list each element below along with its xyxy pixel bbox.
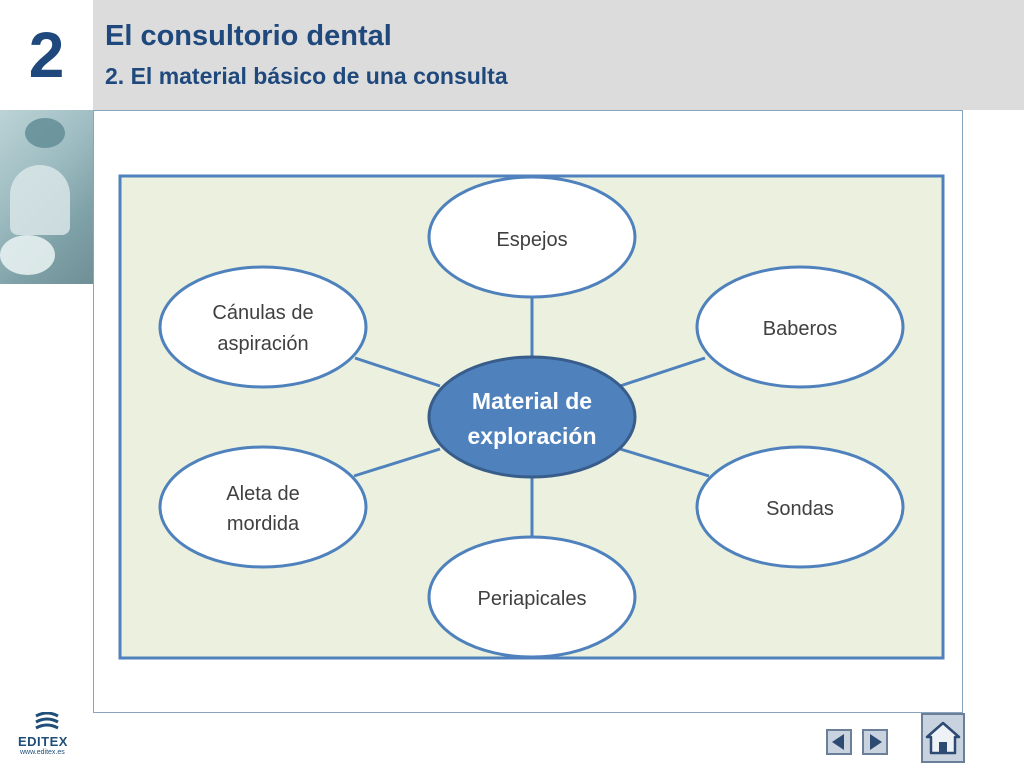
node-center-label-line1: Material de <box>472 388 592 414</box>
home-icon <box>925 721 961 755</box>
connector-baberos <box>619 356 706 388</box>
node-espejos-shape <box>427 175 637 299</box>
logo-url: www.editex.es <box>20 749 65 756</box>
node-canulas-de-aspiracion: Cánulas de aspiración <box>158 265 368 389</box>
node-sondas-label: Sondas <box>766 498 834 520</box>
editex-logo: EDITEX www.editex.es <box>14 712 78 760</box>
photo-chair <box>10 165 70 235</box>
node-periapicales-shape <box>427 535 637 659</box>
next-slide-button[interactable] <box>862 729 888 755</box>
node-center-shape <box>427 355 637 479</box>
page-subtitle: 2. El material básico de una consulta <box>105 63 508 89</box>
triangle-left-icon <box>832 734 844 750</box>
node-espejos: Espejos <box>427 175 637 299</box>
photo-lamp <box>25 118 65 148</box>
editex-logo-icon <box>35 712 59 730</box>
logo-text: EDITEX <box>18 734 68 749</box>
node-periapicales: Periapicales <box>427 535 637 659</box>
node-aleta-label-line1: Aleta de <box>226 483 299 505</box>
node-canulas-label-line1: Cánulas de <box>212 302 313 324</box>
header-bar: El consultorio dental 2. El material bás… <box>93 0 1024 110</box>
node-center-material-de-exploracion: Material de exploración <box>427 355 637 479</box>
node-baberos: Baberos <box>695 265 905 389</box>
node-aleta-label-line2: mordida <box>227 513 300 535</box>
node-periapicales-label: Periapicales <box>478 588 587 610</box>
node-espejos-label: Espejos <box>496 229 567 251</box>
dental-office-photo <box>0 110 93 284</box>
prev-slide-button[interactable] <box>826 729 852 755</box>
connector-lines <box>353 298 710 538</box>
node-sondas: Sondas <box>695 445 905 569</box>
concept-map: Espejos Baberos Sondas Periapicales Alet… <box>118 174 945 660</box>
connector-aleta <box>353 447 441 478</box>
node-center-label-line2: exploración <box>467 423 596 449</box>
chapter-badge: 2 <box>0 0 93 110</box>
photo-chair-base <box>0 235 55 275</box>
connector-sondas <box>619 447 710 478</box>
node-baberos-shape <box>695 265 905 389</box>
node-sondas-shape <box>695 445 905 569</box>
page-title: El consultorio dental <box>105 20 392 52</box>
node-aleta-de-mordida: Aleta de mordida <box>158 445 368 569</box>
node-baberos-label: Baberos <box>763 318 838 340</box>
connector-canulas <box>354 356 441 388</box>
triangle-right-icon <box>870 734 882 750</box>
node-canulas-shape <box>158 265 368 389</box>
home-button[interactable] <box>921 713 965 763</box>
chapter-number: 2 <box>28 19 65 91</box>
node-aleta-shape <box>158 445 368 569</box>
node-canulas-label-line2: aspiración <box>217 333 308 355</box>
